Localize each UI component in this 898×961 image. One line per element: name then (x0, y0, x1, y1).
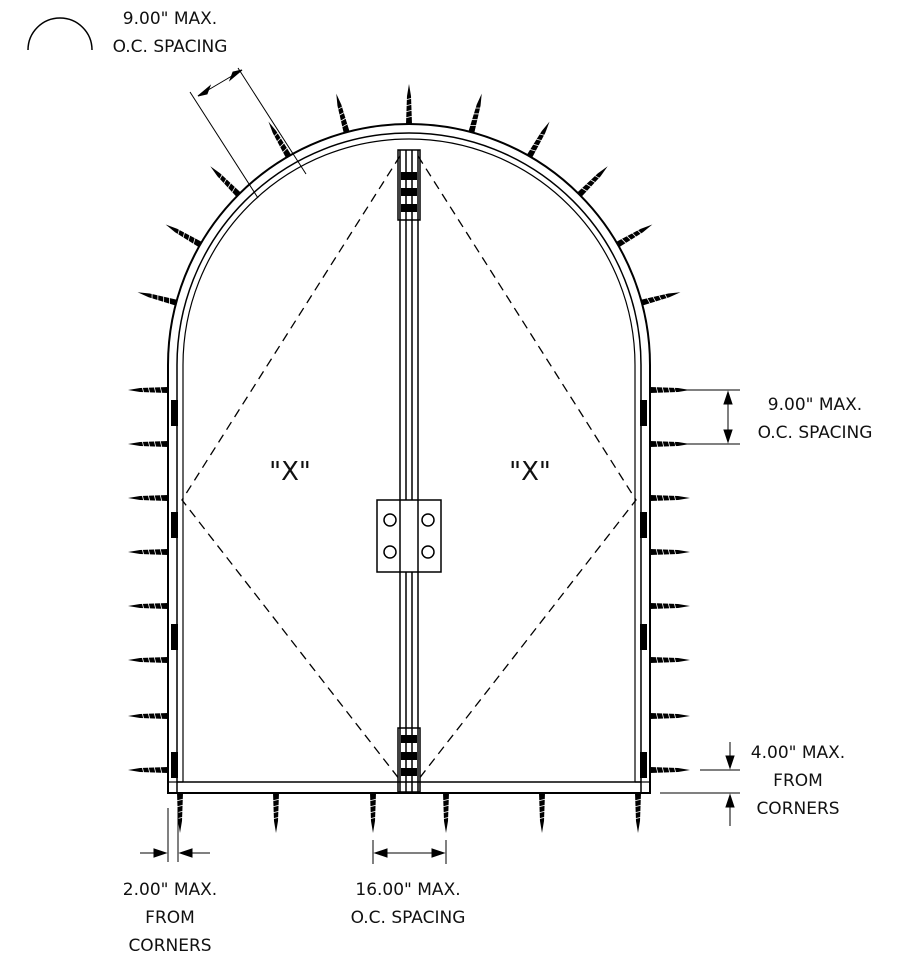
side-spacing-label-line2: O.C. SPACING (758, 423, 873, 443)
screw-icon (127, 711, 169, 721)
side-spacing-label-line1: 9.00" MAX. (768, 395, 862, 415)
arc-spacing-label-line2: O.C. SPACING (113, 37, 228, 57)
hinge-icon (397, 149, 421, 793)
screw-icon (537, 792, 547, 834)
corner-vertical-label-line1: 4.00" MAX. (751, 743, 845, 763)
screw-icon (127, 601, 169, 611)
inner-frame (176, 132, 642, 793)
left-panel-label: "X" (269, 457, 311, 487)
arc-spacing-dimension (189, 67, 307, 199)
corner-horizontal-label-line3: CORNERS (128, 936, 211, 956)
screw-icon (649, 655, 691, 665)
screw-icon (127, 765, 169, 775)
screw-icon (649, 493, 691, 503)
screw-icon (576, 163, 611, 198)
corner-vertical-dimension (660, 742, 740, 826)
screw-icon (163, 220, 203, 249)
screw-icon (332, 92, 351, 134)
screw-icon (264, 119, 293, 159)
screw-icon (404, 83, 414, 125)
screw-icon (136, 288, 178, 307)
screw-icon (525, 119, 554, 159)
frame-stop (182, 138, 636, 782)
side-spacing-dimension (670, 389, 740, 445)
screw-icon (649, 711, 691, 721)
side-hinges (171, 400, 647, 778)
screw-icon (368, 792, 378, 834)
bottom-spacing-label-line1: 16.00" MAX. (355, 880, 460, 900)
screw-icon (175, 792, 185, 834)
outer-frame (167, 123, 651, 794)
screw-icon (649, 601, 691, 611)
screw-icon (649, 547, 691, 557)
corner-horizontal-dimension (140, 808, 210, 862)
screw-icon (633, 792, 643, 834)
corner-horizontal-label-line1: 2.00" MAX. (123, 880, 217, 900)
screw-icon (127, 547, 169, 557)
screw-icon (467, 92, 486, 134)
screw-icon (127, 385, 169, 395)
right-panel-label: "X" (509, 457, 551, 487)
center-mullion (399, 150, 419, 793)
corner-horizontal-label-line2: FROM (145, 908, 195, 928)
screw-group (127, 83, 691, 834)
screw-icon (441, 792, 451, 834)
arc-symbol-icon (27, 17, 93, 51)
corner-vertical-label-line2: FROM (773, 771, 823, 791)
bottom-spacing-label-line2: O.C. SPACING (351, 908, 466, 928)
screw-icon (271, 792, 281, 834)
bottom-spacing-dimension (372, 840, 447, 864)
screw-icon (127, 439, 169, 449)
screw-icon (649, 765, 691, 775)
latch-plate-icon (376, 499, 442, 573)
screw-icon (127, 493, 169, 503)
screw-icon (207, 163, 242, 198)
screw-icon (127, 655, 169, 665)
screw-icon (615, 220, 655, 249)
corner-vertical-label-line3: CORNERS (756, 799, 839, 819)
x-bracing (181, 155, 637, 781)
screw-icon (640, 288, 682, 307)
arc-spacing-label-line1: 9.00" MAX. (123, 9, 217, 29)
